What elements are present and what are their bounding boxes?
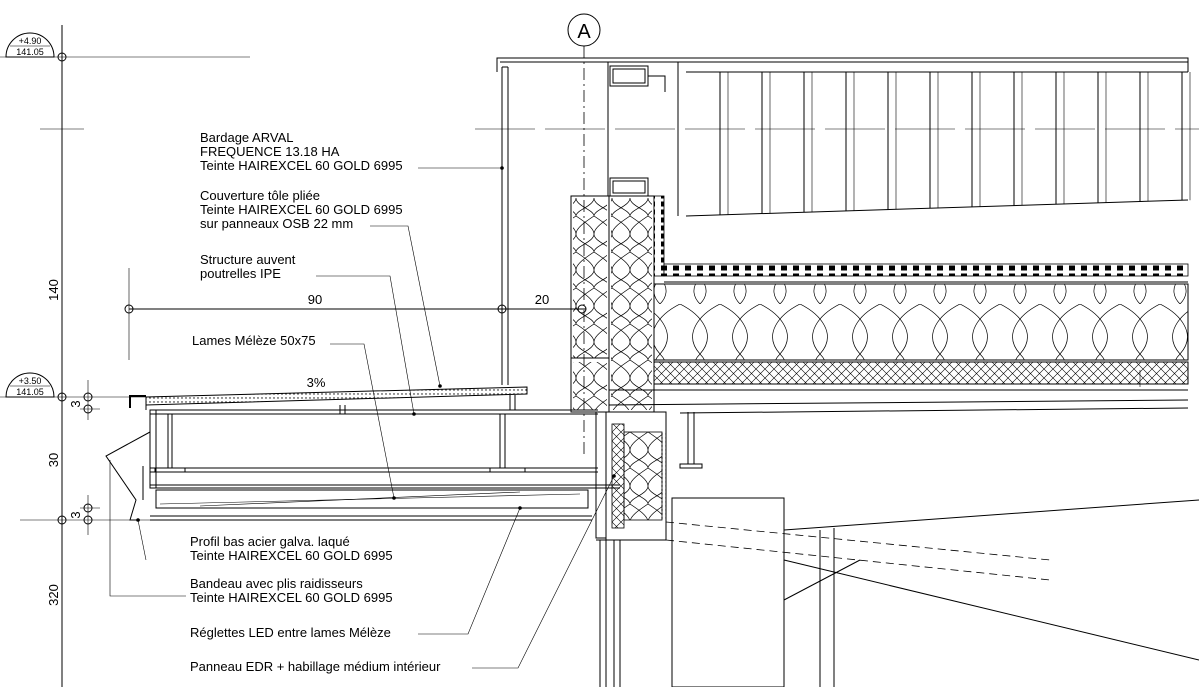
svg-text:poutrelles IPE: poutrelles IPE <box>200 266 281 281</box>
column <box>665 497 1199 687</box>
annotation-bandeau: Bandeau avec plis raidisseurs Teinte HAI… <box>109 460 393 605</box>
svg-text:Couverture tôle pliée: Couverture tôle pliée <box>200 188 320 203</box>
level-ngf: 141.05 <box>16 47 44 57</box>
svg-text:Réglettes LED entre lames Mélè: Réglettes LED entre lames Mélèze <box>190 625 391 640</box>
svg-text:Bardage ARVAL: Bardage ARVAL <box>200 130 293 145</box>
annotation-lames: Lames Mélèze 50x75 <box>192 333 396 500</box>
level-marker-upper: +4.90 141.05 <box>5 32 55 58</box>
level-ngf: 141.05 <box>16 387 44 397</box>
dimension-3-top: 3 <box>68 400 83 407</box>
parapet-cladding <box>496 57 1191 385</box>
svg-text:Bandeau avec plis raidisseurs: Bandeau avec plis raidisseurs <box>190 576 363 591</box>
svg-text:Teinte HAIREXCEL 60 GOLD 6995: Teinte HAIREXCEL 60 GOLD 6995 <box>200 158 403 173</box>
svg-text:Teinte HAIREXCEL 60 GOLD 6995: Teinte HAIREXCEL 60 GOLD 6995 <box>190 590 393 605</box>
dimension-20: 20 <box>535 292 549 307</box>
dimension-320: 320 <box>46 584 61 606</box>
dimension-30: 30 <box>46 453 61 467</box>
annotation-panneau: Panneau EDR + habillage médium intérieur <box>190 474 616 674</box>
canopy <box>105 386 703 687</box>
grid-axis-label: A <box>577 21 591 43</box>
svg-text:sur panneaux OSB 22 mm: sur panneaux OSB 22 mm <box>200 216 353 231</box>
wall-insulation <box>570 195 665 413</box>
svg-text:Panneau EDR + habillage médium: Panneau EDR + habillage médium intérieur <box>190 659 441 674</box>
svg-text:Lames Mélèze 50x75: Lames Mélèze 50x75 <box>192 333 316 348</box>
annotation-reglettes: Réglettes LED entre lames Mélèze <box>190 506 522 640</box>
annotation-structure: Structure auvent poutrelles IPE <box>200 252 416 416</box>
slope-label: 3% <box>307 375 326 390</box>
dimension-3-bottom: 3 <box>68 511 83 518</box>
annotation-bardage: Bardage ARVAL FREQUENCE 13.18 HA Teinte … <box>200 130 504 173</box>
svg-text:Teinte HAIREXCEL 60 GOLD 6995: Teinte HAIREXCEL 60 GOLD 6995 <box>190 548 393 563</box>
roof-buildup <box>608 263 1189 414</box>
level-marker-lower: +3.50 141.05 <box>5 372 55 398</box>
svg-text:Teinte HAIREXCEL 60 GOLD 6995: Teinte HAIREXCEL 60 GOLD 6995 <box>200 202 403 217</box>
level-elevation: +4.90 <box>19 36 42 46</box>
annotation-profil: Profil bas acier galva. laqué Teinte HAI… <box>136 518 393 563</box>
svg-text:Structure auvent: Structure auvent <box>200 252 296 267</box>
svg-text:FREQUENCE 13.18 HA: FREQUENCE 13.18 HA <box>200 144 340 159</box>
dimension-140: 140 <box>46 279 61 301</box>
svg-text:Profil bas acier galva. laqué: Profil bas acier galva. laqué <box>190 534 350 549</box>
dimension-90: 90 <box>308 292 322 307</box>
annotation-couverture: Couverture tôle pliée Teinte HAIREXCEL 6… <box>200 188 442 388</box>
level-elevation: +3.50 <box>19 376 42 386</box>
